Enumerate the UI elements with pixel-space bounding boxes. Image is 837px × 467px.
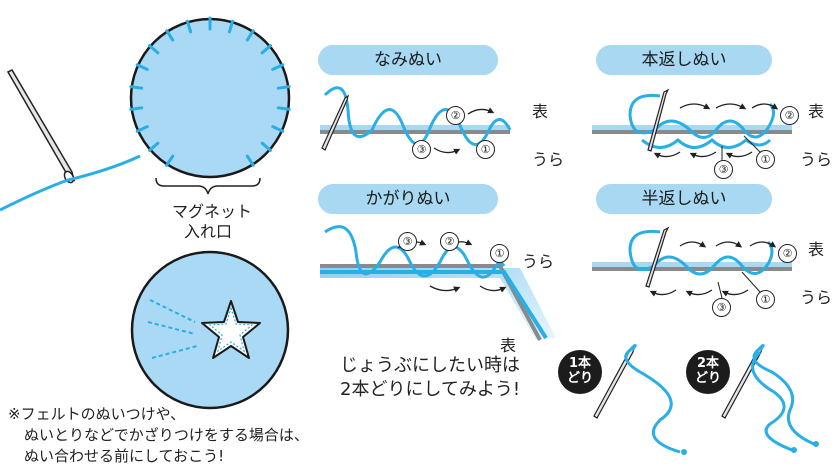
stitch-mark [129, 106, 144, 111]
double-thread-badge: 2本 どり [686, 350, 730, 394]
stitch-mark [148, 141, 160, 152]
section-title-whipstitch: かがりぬい [318, 184, 498, 214]
felt-circle-star [130, 250, 290, 410]
section-title-half-backstitch: 半返しぬい [596, 184, 772, 214]
stitch-mark [271, 63, 285, 71]
step-number: ① [490, 244, 509, 263]
thread-line [0, 154, 141, 212]
stitch-mark [276, 106, 291, 111]
stitch-mark [165, 154, 175, 167]
front-label: 表 [808, 102, 825, 121]
stitch-mark [135, 125, 149, 133]
stitch-mark [148, 44, 160, 55]
magnet-label-line2: 入れ口 [184, 222, 233, 241]
front-label: 表 [532, 102, 549, 121]
badge-line1: 2本 [696, 356, 720, 371]
step-number: ① [476, 140, 495, 159]
back-label: うら [800, 288, 833, 307]
step-number: ① [756, 150, 775, 169]
stitch-mark [260, 141, 272, 152]
front-label: 表 [500, 336, 517, 355]
double-thread-needle [721, 344, 819, 453]
back-label: うら [800, 150, 833, 169]
step-number: ③ [412, 140, 431, 159]
step-number: ② [440, 232, 459, 251]
step-number: ③ [398, 232, 417, 251]
felt-circle [129, 16, 291, 179]
star-icon [201, 300, 261, 359]
single-thread-needle [593, 344, 687, 455]
whipstitch-diagram [320, 225, 556, 341]
step-number: ② [780, 106, 799, 125]
magnet-bracket [155, 177, 261, 195]
step-number: ① [756, 290, 775, 309]
stitch-mark [129, 85, 144, 90]
note-line3: ぬい合わせる前にしておこう! [24, 447, 225, 465]
tip-line1: じょうぶにしたい時は [340, 355, 520, 376]
magnet-label-line1: マグネット [172, 202, 253, 221]
stitch-mark [165, 29, 175, 42]
front-label: 表 [808, 240, 825, 259]
backstitch-diagram [592, 88, 792, 159]
step-number: ③ [714, 160, 733, 179]
stitch-mark [260, 44, 272, 55]
note-line1: ※フェルトのぬいつけや、 [8, 405, 186, 423]
section-title-backstitch: 本返しぬい [596, 45, 772, 75]
stitch-mark [271, 125, 285, 133]
back-label: うら [532, 150, 565, 169]
badge-line2: どり [566, 371, 593, 386]
stitch-mark [276, 85, 291, 90]
note-line2: ぬいとりなどでかざりつけをする場合は、 [24, 426, 309, 444]
step-number: ② [446, 106, 465, 125]
step-number: ③ [712, 298, 731, 317]
stitch-mark [135, 63, 149, 71]
needle-icon [6, 69, 76, 184]
stitch-mark [227, 19, 235, 34]
single-thread-badge: 1本 どり [558, 350, 602, 394]
step-number: ② [778, 244, 797, 263]
tip-line2: 2本どりにしてみよう! [340, 379, 521, 400]
half-backstitch-diagram [592, 226, 792, 297]
back-label: うら [522, 252, 555, 271]
stitch-mark [185, 19, 193, 34]
section-title-running-stitch: なみぬい [318, 45, 498, 75]
badge-line2: どり [694, 371, 721, 386]
stitch-mark [245, 29, 255, 42]
badge-line1: 1本 [568, 356, 592, 371]
stitch-mark [245, 154, 255, 167]
